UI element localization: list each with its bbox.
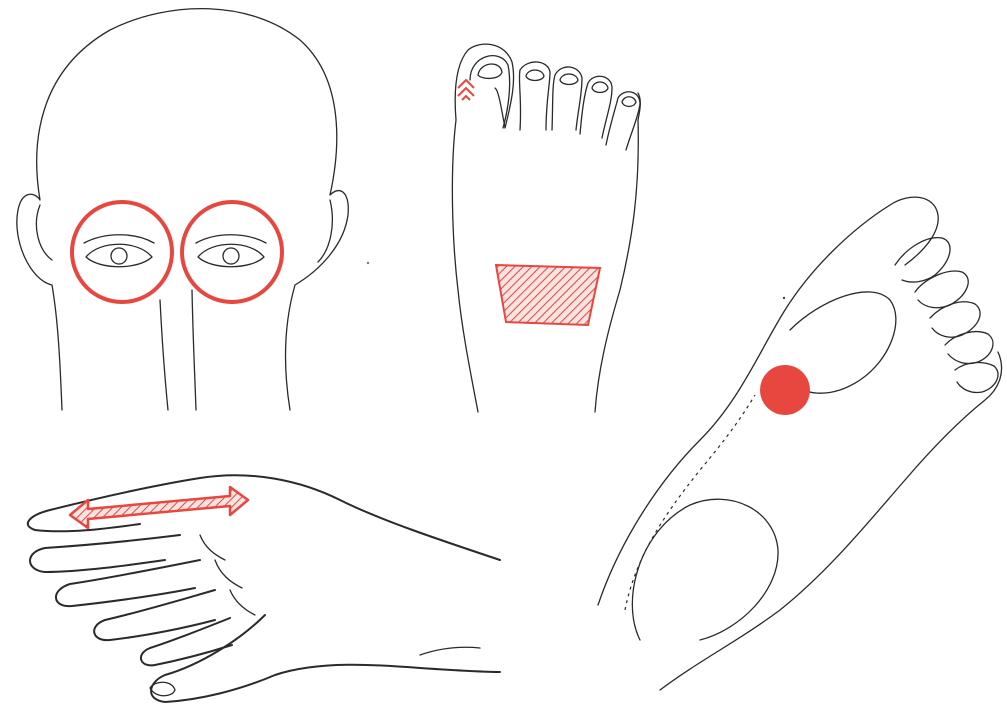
sole-toe-5: [955, 363, 998, 393]
foot-sole-figure: [598, 197, 1002, 690]
knuckle-2: [215, 560, 242, 588]
neck-left: [160, 300, 168, 410]
sole-toe-4: [945, 332, 993, 364]
sole-heel-pad: [632, 499, 778, 640]
big-toe-nail: [478, 64, 502, 78]
little-finger: [141, 618, 232, 665]
head-figure: [17, 9, 348, 410]
toe-2: [519, 62, 550, 130]
right-eye-highlight-ring: [182, 202, 282, 302]
left-iris: [111, 248, 127, 264]
finger-double-arrow-highlight: [70, 487, 248, 528]
middle-finger: [56, 560, 200, 606]
toe-5-nail: [622, 97, 636, 107]
toe-3-nail: [560, 74, 578, 85]
ear-left: [36, 205, 52, 260]
index-finger: [30, 535, 180, 572]
head-outline: [17, 9, 348, 410]
big-toe-marker: [458, 80, 474, 100]
right-iris: [223, 248, 239, 264]
left-eye-highlight-ring: [72, 202, 172, 302]
knuckle-1: [200, 535, 225, 560]
toe-4-nail: [592, 82, 608, 93]
ear-right: [318, 200, 332, 262]
wrist-crease: [420, 647, 480, 655]
ring-finger: [94, 590, 215, 640]
toe-3: [552, 67, 582, 130]
stray-mark-1: [367, 262, 369, 264]
foot-top-figure: [452, 44, 640, 412]
foot-top-outline: [452, 44, 640, 412]
ankle-band-highlight: [496, 265, 600, 325]
sole-toe-1: [895, 238, 950, 282]
sole-arch-dashed: [625, 395, 755, 610]
hand-figure: [28, 475, 500, 702]
sole-arch-dot-highlight: [760, 365, 810, 415]
sole-outline: [598, 197, 1002, 690]
left-brow: [84, 235, 154, 243]
knuckle-3: [230, 590, 255, 615]
toe-2-nail: [526, 70, 544, 81]
neck-right: [192, 290, 196, 410]
stray-mark-2: [783, 297, 785, 299]
right-brow: [196, 235, 266, 243]
thumb-nail: [150, 682, 175, 696]
